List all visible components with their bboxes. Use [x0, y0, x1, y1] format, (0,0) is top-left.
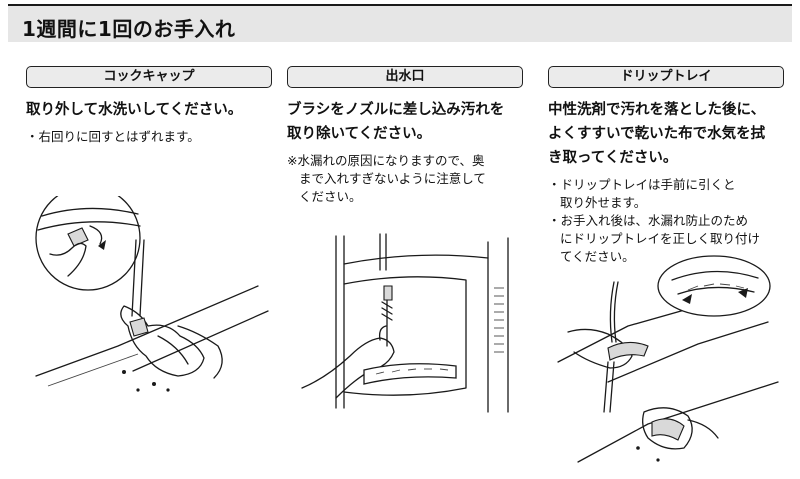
note-line: ・ドリップトレイは手前に引くと — [548, 177, 736, 192]
lead-line: 取り除いてください。 — [287, 126, 432, 142]
column-drip-tray: ドリップトレイ 中性洗剤で汚れを落とした後に、 よくすすいで乾いた布で水気を拭 … — [548, 66, 784, 266]
nozzle-brush-illustration-icon — [301, 233, 509, 413]
note-line: ください。 — [299, 189, 362, 204]
label-drip-tray: ドリップトレイ — [548, 66, 784, 88]
note-line: 取り外せます。 — [560, 195, 647, 210]
note-line: ・お手入れ後は、水漏れ防止のため — [548, 213, 749, 228]
label-cock-cap: コックキャップ — [26, 66, 272, 88]
lead-line: 中性洗剤で汚れを落とした後に、 — [548, 102, 766, 118]
note-line: ・右回りに回すとはずれます。 — [26, 129, 200, 144]
lead-cock-cap: 取り外して水洗いしてください。 — [26, 98, 272, 122]
note-line: まで入れすぎないように注意して — [299, 171, 486, 186]
note-outlet: ※水漏れの原因になりますので、奥 まで入れすぎないように注意して ください。 — [287, 152, 523, 206]
label-outlet: 出水口 — [287, 66, 523, 88]
lead-line: 取り外して水洗いしてください。 — [26, 102, 243, 118]
lead-line: ブラシをノズルに差し込み汚れを — [287, 102, 505, 118]
cap-removal-illustration-icon — [35, 196, 269, 392]
column-cock-cap: コックキャップ 取り外して水洗いしてください。 ・右回りに回すとはずれます。 — [26, 66, 272, 146]
note-drip-tray: ・ドリップトレイは手前に引くと 取り外せます。 ・お手入れ後は、水漏れ防止のため… — [548, 176, 784, 266]
note-line: にドリップトレイを正しく取り付け — [560, 231, 761, 246]
column-outlet: 出水口 ブラシをノズルに差し込み汚れを 取り除いてください。 ※水漏れの原因にな… — [287, 66, 523, 206]
note-line: てください。 — [560, 249, 635, 264]
drip-tray-illustration-icon — [557, 255, 779, 463]
section-header: 1週間に1回のお手入れ — [8, 4, 792, 42]
lead-line: き取ってください。 — [548, 150, 678, 166]
lead-drip-tray: 中性洗剤で汚れを落とした後に、 よくすすいで乾いた布で水気を拭 き取ってください… — [548, 98, 784, 170]
note-cock-cap: ・右回りに回すとはずれます。 — [26, 128, 272, 146]
note-line: ※水漏れの原因になりますので、奥 — [287, 153, 485, 168]
lead-line: よくすすいで乾いた布で水気を拭 — [548, 126, 766, 142]
lead-outlet: ブラシをノズルに差し込み汚れを 取り除いてください。 — [287, 98, 523, 146]
section-title: 1週間に1回のお手入れ — [22, 17, 236, 41]
